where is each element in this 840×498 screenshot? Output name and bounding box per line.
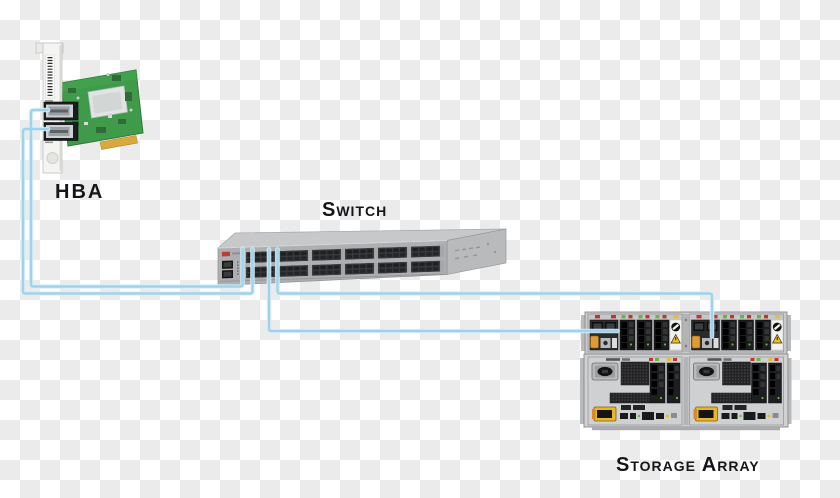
shelf-divider xyxy=(682,314,690,352)
cable-switch-to-storage-left xyxy=(267,248,619,333)
hba-device xyxy=(35,42,144,174)
hba-sfp-port-2 xyxy=(43,122,79,141)
hba-serial-label xyxy=(45,54,55,99)
shelf-divider xyxy=(683,357,689,425)
fc-cables xyxy=(20,107,715,339)
storage-array-device xyxy=(580,311,792,431)
switch-side-face xyxy=(446,228,507,275)
switch-device xyxy=(217,228,507,286)
switch-logo xyxy=(222,251,230,257)
cable-switch-to-storage-right xyxy=(276,248,714,338)
cable-hba-port1-to-switch xyxy=(29,108,244,288)
switch-status-leds xyxy=(237,261,239,275)
storage-drive-shelf xyxy=(583,353,789,431)
switch-mgmt-ports xyxy=(222,260,233,279)
storage-array-label: Storage Array xyxy=(616,454,760,476)
switch-port-bank-upper xyxy=(246,245,444,264)
hba-pcb xyxy=(60,69,144,150)
hba-gold-connector xyxy=(99,135,138,150)
switch-label: Switch xyxy=(322,199,388,221)
switch-port-banks xyxy=(246,245,444,279)
cable-hba-port2-to-switch xyxy=(21,127,254,295)
hba-label: HBA xyxy=(55,181,105,203)
switch-port-bank-lower xyxy=(246,260,444,279)
bracket-screw-hole xyxy=(46,152,59,164)
